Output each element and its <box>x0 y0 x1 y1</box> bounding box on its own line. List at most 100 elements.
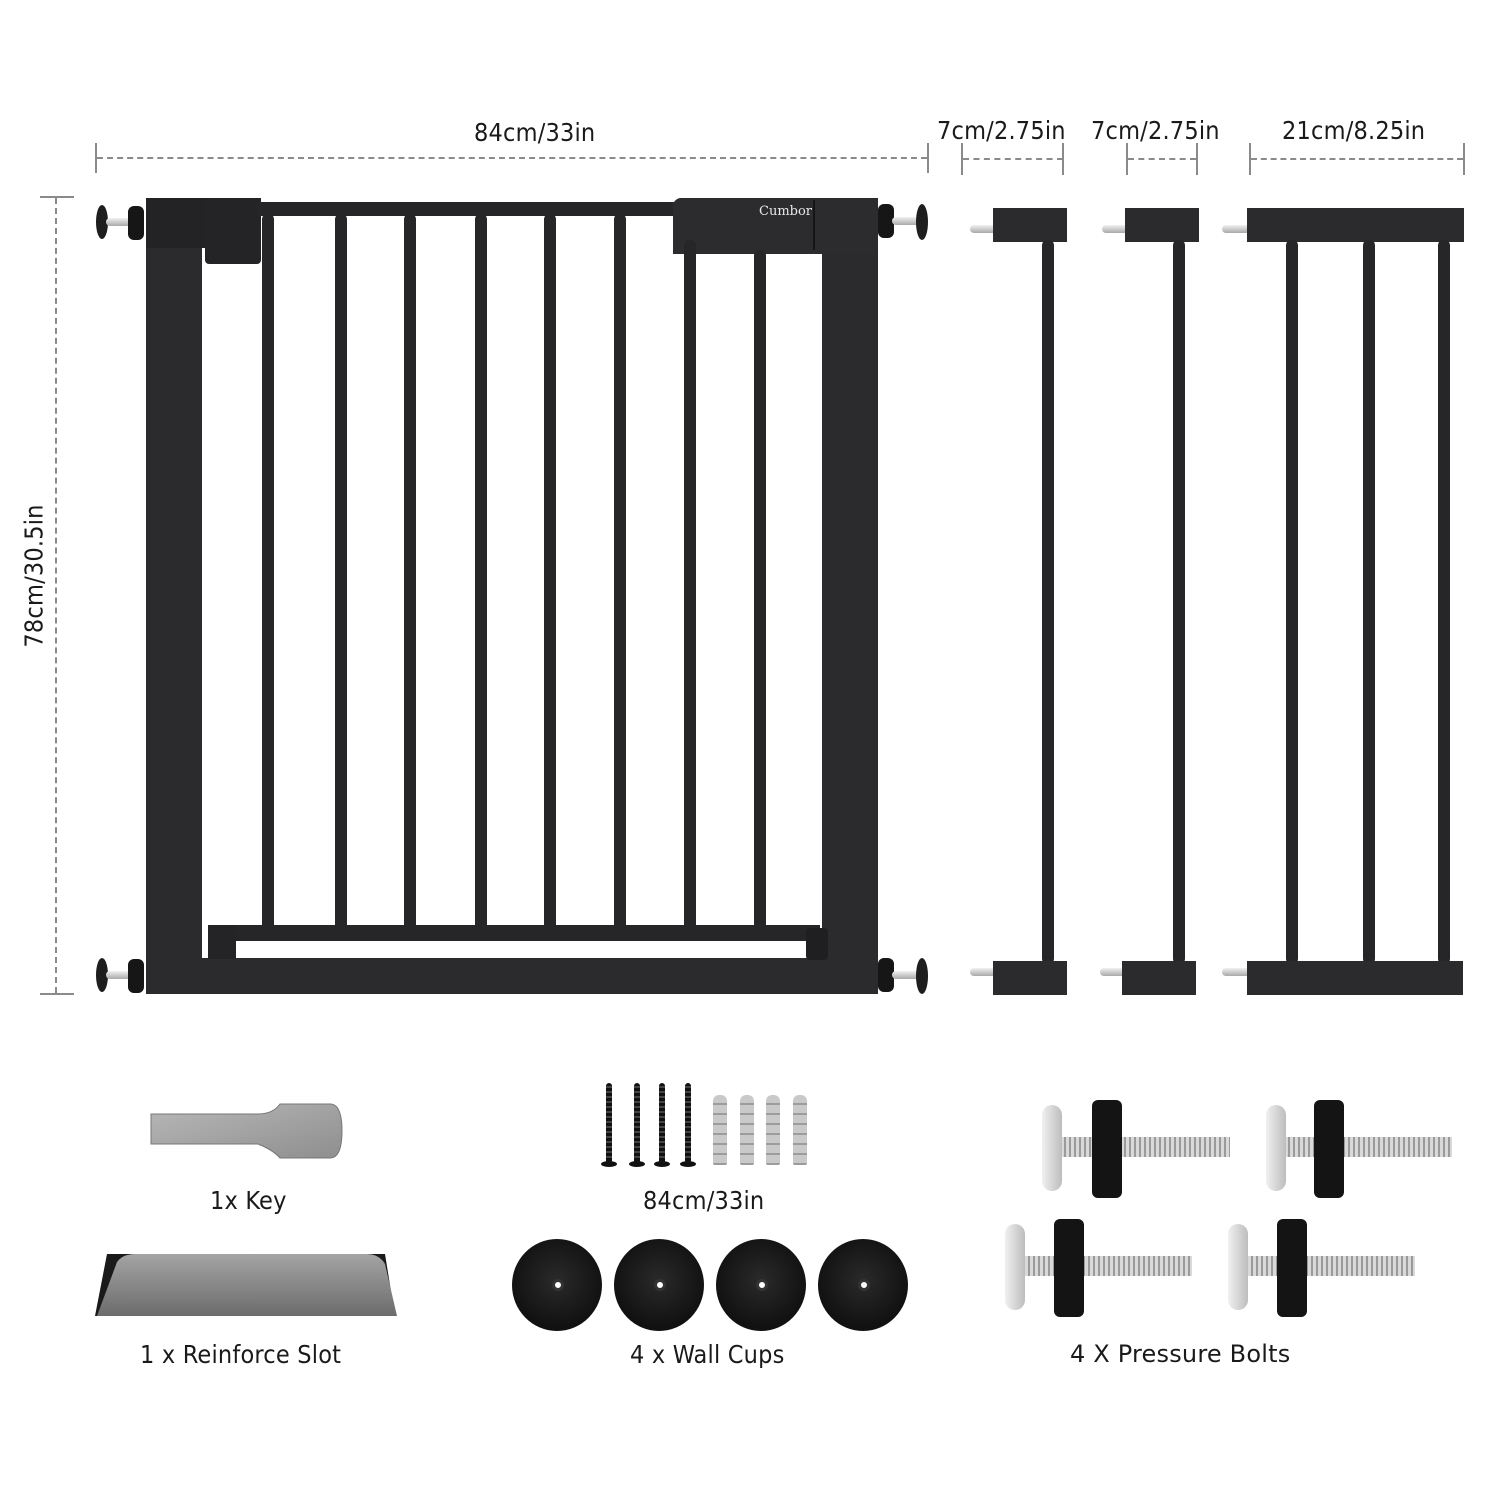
extension-pin <box>1102 225 1128 233</box>
gate-bar <box>262 214 274 930</box>
reinforce-slot-icon <box>95 1254 397 1316</box>
gate-bar <box>475 214 487 930</box>
adjust-knob <box>128 206 144 240</box>
extension-pin <box>970 968 996 976</box>
extension-1-label: 7cm/2.75in <box>937 116 1066 145</box>
bolt-pad <box>1005 1224 1025 1310</box>
bolt-knob-icon <box>1277 1219 1307 1317</box>
wall-anchor-icon <box>766 1095 780 1165</box>
extension-bottom-block <box>1122 961 1196 995</box>
latch-housing: Cumbor <box>673 198 878 254</box>
adjust-knob <box>878 204 894 238</box>
wall-cup-icon <box>614 1239 704 1331</box>
bolt-pad <box>1228 1224 1248 1310</box>
dim-tick <box>95 143 97 173</box>
extension-pin <box>970 225 996 233</box>
bottom-latch <box>806 928 828 960</box>
wall-pad <box>96 958 108 992</box>
wall-anchor-icon <box>793 1095 807 1165</box>
adjust-knob <box>878 958 894 992</box>
spindle-shaft <box>892 971 920 979</box>
hinge-block <box>205 198 261 264</box>
dim-tick <box>1249 143 1251 175</box>
extension-3-label: 21cm/8.25in <box>1282 116 1426 145</box>
wall-pad <box>916 204 928 240</box>
screw-icon <box>629 1083 645 1167</box>
wall-pad <box>96 205 108 239</box>
spindle-shaft <box>106 218 132 226</box>
wall-cups-label: 4 x Wall Cups <box>630 1340 785 1369</box>
bolt-thread <box>1280 1137 1452 1157</box>
extension-top-block <box>1247 208 1464 242</box>
spindle-shaft <box>892 217 920 225</box>
dim-tick <box>1062 143 1064 175</box>
spindle-shaft <box>106 971 132 979</box>
dim-line <box>1251 158 1463 160</box>
bolt-knob-icon <box>1092 1100 1122 1198</box>
screw-icon <box>680 1083 696 1167</box>
extension-bottom-block <box>1247 961 1463 995</box>
bolt-knob-icon <box>1054 1219 1084 1317</box>
extension-bar <box>1438 240 1450 964</box>
screw-icon <box>654 1083 670 1167</box>
gate-width-label: 84cm/33in <box>474 118 596 147</box>
key-label: 1x Key <box>210 1186 287 1215</box>
bolt-pad <box>1042 1105 1062 1191</box>
extension-pin <box>1222 968 1250 976</box>
gate-height-label: 78cm/30.5in <box>19 504 49 648</box>
gate-bottom-rail <box>146 958 878 994</box>
gate-bar <box>684 240 696 930</box>
extension-bar <box>1286 240 1298 964</box>
dim-tick <box>1196 143 1198 175</box>
dim-tick <box>40 993 74 995</box>
extension-bar <box>1042 240 1054 964</box>
gate-bar <box>404 214 416 930</box>
extension-2-label: 7cm/2.75in <box>1091 116 1220 145</box>
gate-bar <box>754 250 766 930</box>
wall-cup-icon <box>716 1239 806 1331</box>
dim-tick <box>1463 143 1465 175</box>
extension-top-block <box>1125 208 1199 242</box>
gate-bar <box>614 214 626 930</box>
wall-pad <box>916 958 928 994</box>
extension-pin <box>1100 968 1126 976</box>
wall-anchor-icon <box>713 1095 727 1165</box>
dim-tick <box>927 143 929 173</box>
reinforce-slot-label: 1 x Reinforce Slot <box>140 1340 342 1369</box>
extension-bar <box>1363 240 1375 964</box>
screw-icon <box>601 1083 617 1167</box>
gate-left-post <box>146 198 202 994</box>
wall-cup-icon <box>818 1239 908 1331</box>
dim-line <box>55 198 57 993</box>
pressure-bolts-label: 4 X Pressure Bolts <box>1070 1340 1291 1368</box>
brand-logo: Cumbor <box>759 204 813 219</box>
bottom-hinge <box>208 925 236 959</box>
dim-tick <box>1126 143 1128 175</box>
gate-right-post <box>822 198 878 994</box>
dim-line <box>963 158 1063 160</box>
extension-top-block <box>993 208 1067 242</box>
bolt-knob-icon <box>1314 1100 1344 1198</box>
latch-seam <box>813 200 815 250</box>
dim-line <box>1128 158 1196 160</box>
bolt-thread <box>1243 1256 1415 1276</box>
adjust-knob <box>128 959 144 993</box>
extension-bottom-block <box>993 961 1067 995</box>
wall-anchor-icon <box>740 1095 754 1165</box>
dim-tick <box>961 143 963 175</box>
extension-bar <box>1173 240 1185 964</box>
extension-pin <box>1222 225 1250 233</box>
dim-line <box>97 157 927 159</box>
key-icon <box>150 1103 343 1159</box>
dim-tick <box>40 196 74 198</box>
gate-top-left-bracket <box>146 198 206 248</box>
bolt-thread <box>1056 1137 1230 1157</box>
wall-cup-icon <box>512 1239 602 1331</box>
screws-label: 84cm/33in <box>643 1186 765 1215</box>
gate-bar <box>544 214 556 930</box>
bolt-thread <box>1020 1256 1192 1276</box>
door-top-rail <box>258 202 678 216</box>
gate-bar <box>335 214 347 930</box>
door-bottom-rail <box>210 925 820 941</box>
bolt-pad <box>1266 1105 1286 1191</box>
